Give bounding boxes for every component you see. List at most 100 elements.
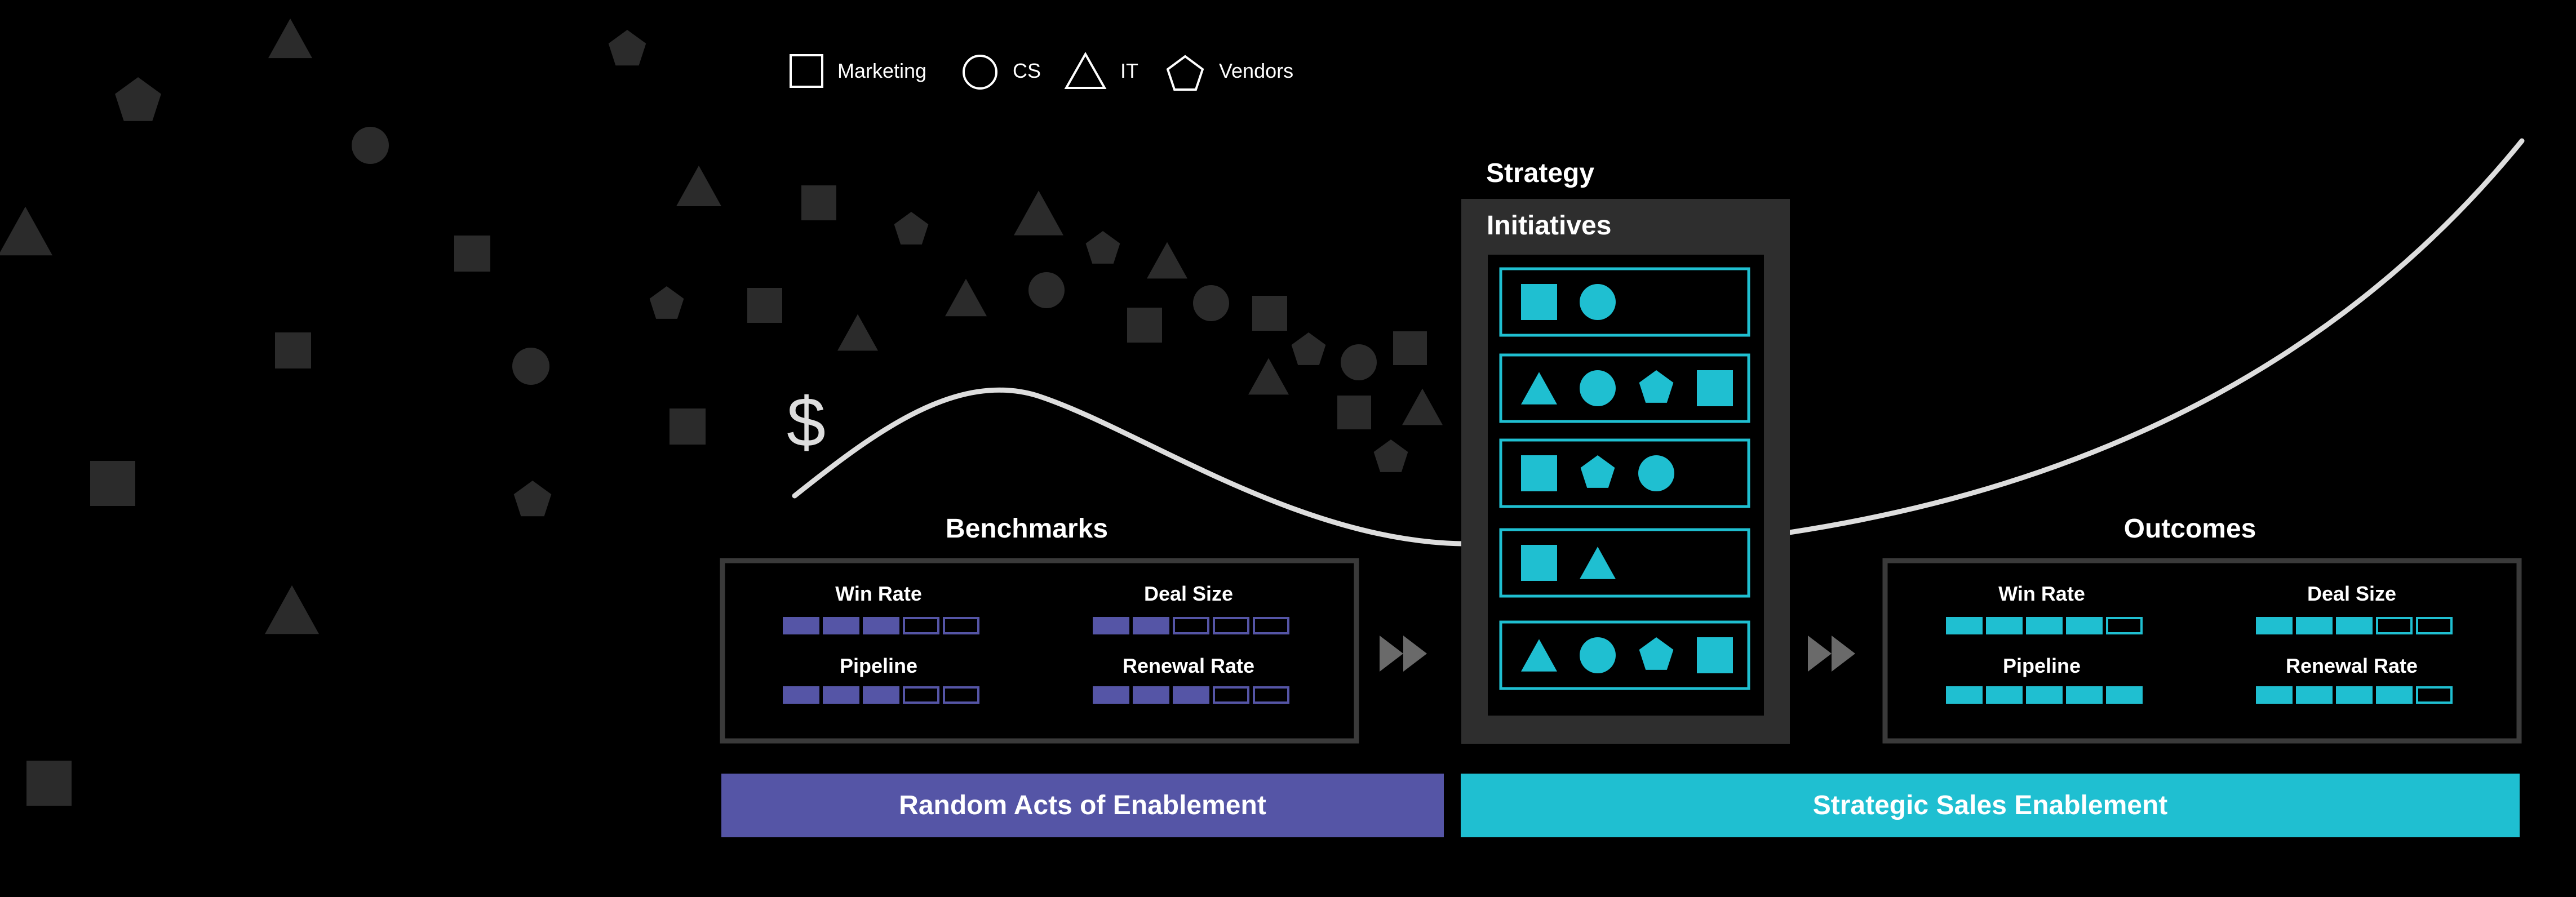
legend-label-cs: CS: [1013, 59, 1041, 82]
triangle-icon: [1580, 547, 1616, 579]
bar-segment-filled: [783, 617, 819, 634]
pentagon-icon: [1085, 231, 1120, 264]
circle-icon: [1193, 285, 1229, 321]
right-arrows: [1808, 636, 1855, 672]
bar-segment-empty: [1253, 686, 1289, 704]
bar-segment-filled: [823, 617, 859, 634]
bar-segment-empty: [1213, 617, 1249, 634]
arrow-icon: [1832, 636, 1855, 672]
bar-segment-filled: [2336, 686, 2373, 704]
bar-segment-filled: [1986, 617, 2023, 634]
bar-segment-empty: [903, 686, 939, 704]
bar-segment-empty: [1213, 686, 1249, 704]
random-curve: [792, 387, 1465, 547]
triangle-icon: [265, 585, 319, 634]
initiative-box: [1499, 353, 1750, 423]
initiatives-title: Initiatives: [1487, 211, 1612, 241]
bar-segment-empty: [2376, 617, 2413, 634]
bar-segment-filled: [2256, 686, 2293, 704]
bar-segment-filled: [2256, 617, 2293, 634]
legend-label-marketing: Marketing: [837, 59, 927, 82]
bar-segment-filled: [2066, 617, 2103, 634]
bar-segment-filled: [823, 686, 859, 704]
square-icon: [1697, 637, 1733, 673]
square-icon: [1521, 545, 1557, 581]
triangle-icon: [1248, 358, 1289, 395]
initiative-box: [1499, 620, 1750, 690]
outcome-label-deal-size: Deal Size: [2307, 582, 2397, 605]
legend-square-icon: [790, 54, 823, 88]
strategic-enablement-banner: Strategic Sales Enablement: [1461, 774, 2520, 837]
circle-icon: [1580, 370, 1616, 406]
outcomes-title: Outcomes: [2123, 514, 2256, 544]
square-icon: [90, 461, 135, 506]
circle-icon: [1028, 272, 1065, 308]
outcomes-frame: [1882, 558, 2522, 744]
benchmark-label-pipeline: Pipeline: [839, 654, 918, 677]
bar-segment-filled: [2026, 686, 2063, 704]
bar-segment-filled: [1946, 686, 1983, 704]
legend-icons: [790, 51, 1204, 91]
square-icon: [1252, 296, 1287, 331]
square-icon: [275, 332, 311, 368]
pentagon-icon: [1639, 370, 1674, 403]
outcomes-bars: [1946, 617, 2453, 704]
pentagon-icon: [1373, 439, 1408, 472]
bar-segment-filled: [2376, 686, 2413, 704]
square-icon: [1337, 396, 1371, 429]
bar-segment-filled: [1133, 686, 1169, 704]
square-icon: [1127, 308, 1162, 343]
bar-segment-filled: [2066, 686, 2103, 704]
initiative-box: [1499, 267, 1750, 337]
bar-segment-empty: [903, 617, 939, 634]
legend-circle-icon: [963, 55, 997, 90]
bar-segment-filled: [1946, 617, 1983, 634]
scattered-shapes: [0, 18, 1443, 806]
bar-segment-filled: [1986, 686, 2023, 704]
square-icon: [1521, 455, 1557, 491]
square-icon: [801, 185, 836, 220]
bar-segment-filled: [1093, 617, 1129, 634]
arrow-icon: [1403, 636, 1427, 672]
bar-segment-empty: [1253, 617, 1289, 634]
pentagon-icon: [649, 286, 684, 319]
triangle-icon: [1521, 372, 1557, 405]
circle-icon: [1638, 455, 1674, 491]
bar-segment-filled: [1093, 686, 1129, 704]
bar-segment-filled: [2336, 617, 2373, 634]
triangle-icon: [268, 18, 312, 59]
benchmark-label-win-rate: Win Rate: [835, 582, 922, 605]
outcome-label-pipeline: Pipeline: [2002, 654, 2081, 677]
bar-segment-empty: [2416, 686, 2453, 704]
square-icon: [1697, 370, 1733, 406]
circle-icon: [352, 127, 389, 164]
bar-segment-filled: [1173, 686, 1209, 704]
square-icon: [1393, 331, 1427, 365]
bar-segment-filled: [863, 686, 899, 704]
bar-segment-filled: [2106, 686, 2143, 704]
arrow-icon: [1808, 636, 1832, 672]
dollar-sign: $: [787, 384, 826, 461]
pentagon-icon: [1580, 455, 1615, 488]
initiative-box: [1499, 438, 1750, 508]
arrow-icon: [1380, 636, 1403, 672]
bar-segment-filled: [2296, 686, 2333, 704]
circle-icon: [1580, 284, 1616, 320]
bar-segment-empty: [2106, 617, 2143, 634]
left-arrows: [1380, 636, 1427, 672]
triangle-icon: [1521, 639, 1557, 672]
legend-pentagon-icon: [1166, 55, 1204, 91]
bar-segment-filled: [783, 686, 819, 704]
benchmark-label-deal-size: Deal Size: [1143, 582, 1234, 605]
benchmark-label-renewal-rate: Renewal Rate: [1122, 654, 1255, 677]
bar-segment-empty: [2416, 617, 2453, 634]
random-acts-banner: Random Acts of Enablement: [721, 774, 1444, 837]
square-icon: [26, 761, 72, 806]
strategy-title: Strategy: [1486, 158, 1595, 188]
triangle-icon: [1402, 388, 1443, 425]
bar-segment-empty: [943, 686, 979, 704]
triangle-icon: [837, 314, 878, 351]
benchmarks-title: Benchmarks: [945, 514, 1109, 544]
